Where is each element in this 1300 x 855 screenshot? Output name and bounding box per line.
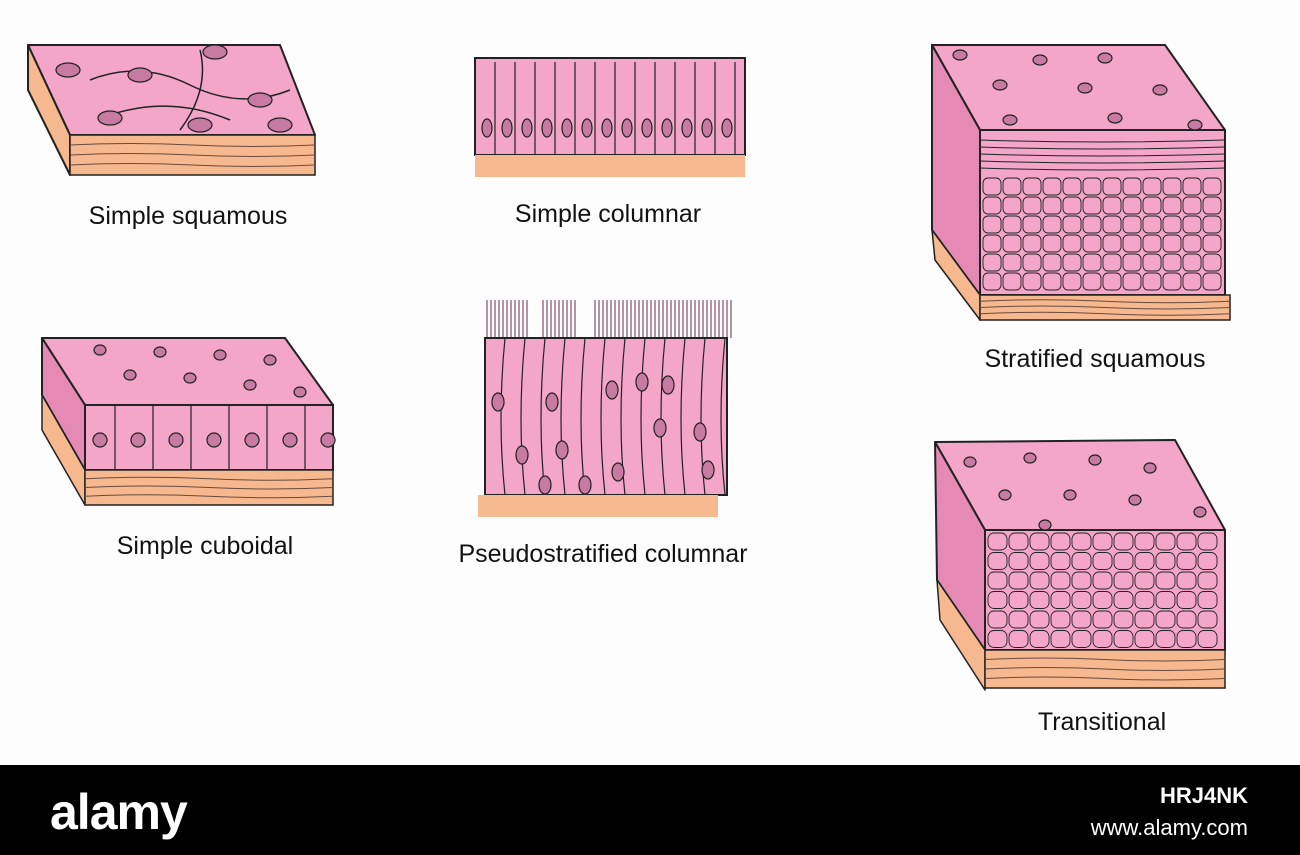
label-simple-columnar: Simple columnar	[514, 200, 702, 228]
transitional-block	[934, 439, 1226, 691]
stratified-squamous-block	[931, 44, 1231, 321]
label-stratified-squamous: Stratified squamous	[984, 345, 1206, 373]
simple-columnar-block	[474, 57, 746, 177]
brand-logo: alamy	[50, 784, 188, 840]
simple-squamous-block	[27, 44, 316, 176]
watermark-footer: alamy HRJ4NK www.alamy.com	[0, 765, 1300, 855]
label-transitional: Transitional	[1037, 708, 1167, 736]
label-simple-cuboidal: Simple cuboidal	[116, 532, 294, 560]
image-id: HRJ4NK	[1159, 783, 1248, 808]
pseudostratified-columnar-block	[478, 300, 732, 517]
label-pseudostratified-columnar: Pseudostratified columnar	[458, 540, 748, 568]
site-url: www.alamy.com	[1090, 815, 1248, 840]
epithelium-diagram	[27, 44, 1231, 691]
label-simple-squamous: Simple squamous	[88, 202, 288, 230]
simple-cuboidal-block	[41, 337, 336, 506]
